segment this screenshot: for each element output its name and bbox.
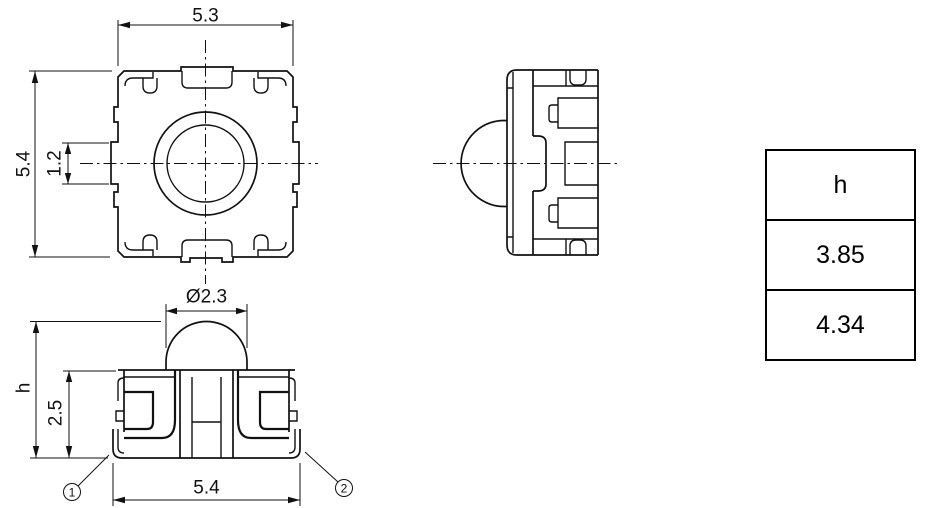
height-table: h 3.85 4.34 xyxy=(765,149,916,361)
callout-1: 1 xyxy=(63,454,110,501)
callout-2: 2 xyxy=(304,451,353,497)
side-view-drawing xyxy=(433,69,617,256)
side-tab-label: 1.2 xyxy=(45,150,66,176)
body-height-label: 2.5 xyxy=(46,400,67,426)
top-height-label: 5.4 xyxy=(14,150,35,177)
total-height-label: h xyxy=(14,383,35,394)
front-view-drawing: Ø2.3 h 2.5 5.4 1 2 xyxy=(14,287,353,506)
dim-top-width: 5.3 xyxy=(117,6,294,66)
callout-1-label: 1 xyxy=(69,486,76,500)
dim-side-tab: 1.2 xyxy=(45,142,109,185)
table-value-cell-2: 4.34 xyxy=(767,289,914,359)
table-header-cell: h xyxy=(833,170,848,199)
top-width-label: 5.3 xyxy=(192,6,218,27)
dim-dome-diameter: Ø2.3 xyxy=(165,287,248,348)
dim-top-height: 5.4 xyxy=(14,70,112,258)
base-width-label: 5.4 xyxy=(193,478,220,499)
dim-base-width: 5.4 xyxy=(112,463,301,506)
callout-2-label: 2 xyxy=(341,482,348,496)
table-value-cell-1: 3.85 xyxy=(767,219,914,289)
dome-diameter-label: Ø2.3 xyxy=(186,287,227,308)
dim-body-height: 2.5 xyxy=(46,370,116,458)
top-view-drawing: 5.3 5.4 1.2 xyxy=(14,6,318,284)
